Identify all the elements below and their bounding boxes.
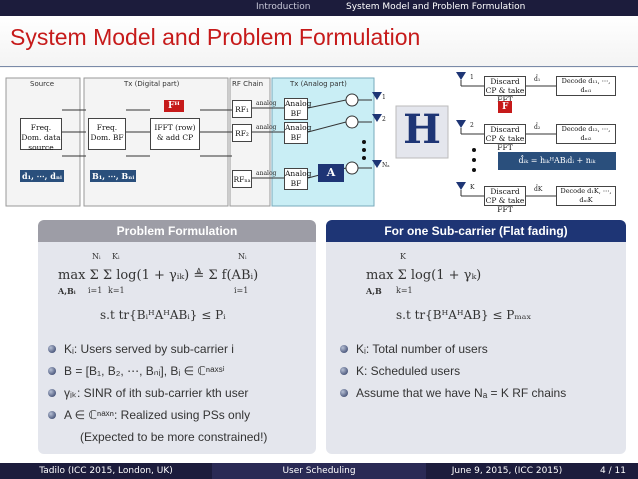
rf2-box: RF₂ [232,124,252,142]
title-bar [0,16,638,68]
sum-top-flat: K [400,252,406,261]
ifft-block: IFFT (row) & add CP [150,118,200,150]
page-title: System Model and Problem Formulation [10,24,421,50]
decode-1: Decode d₁₁, ⋯, dₙᵢ₁ [556,76,616,96]
power-constraint-flat: s.t tr{BᴴAᴴAB} ≤ Pₘₐₓ [396,308,532,322]
sum-bottom-flat: k=1 [396,286,413,295]
bullet-icon [48,367,56,375]
system-diagram: Source Tx (Digital part) RF Chain Tx (An… [0,70,638,215]
discard-cp-1: Discard CP & take FFT [484,76,526,104]
footer-page-number: 4 / 11 [588,463,638,479]
sum-bottom-1: i=1 [88,286,103,295]
constraint-note: (Expected to be more constrained!) [80,430,268,444]
title-divider [0,66,638,67]
port-na: Nₐ [382,162,390,169]
nav-item-system-model[interactable]: System Model and Problem Formulation [346,2,526,12]
list-item: B = [B₁, B₂, ⋯, Bₙᵢ], Bᵢ ∈ ℂⁿᵃˣˢⁱ [48,364,225,378]
list-item: γᵢₖ: SINR of ith sub-carrier kth user [48,386,248,400]
max-under-flat: A,B [366,286,382,296]
list-item: Kᵢ: Users served by sub-carrier i [48,342,234,356]
tx-analog-label: Tx (Analog part) [290,80,347,88]
bullet-icon [48,411,56,419]
d-vector: d₁, ⋯, dₙᵢ [20,170,64,182]
rf1-box: RF₁ [232,100,252,118]
list-item: Assume that we have Nₐ = K RF chains [340,386,566,400]
analog-label-2: analog [256,124,277,131]
rf-chain-label: RF Chain [232,80,264,88]
footer-title: User Scheduling [212,463,426,479]
tx-digital-label: Tx (Digital part) [124,80,180,88]
source-label: Source [30,80,55,88]
sum-top-3: Nᵢ [238,252,247,261]
bullet-icon [48,345,56,353]
analog-bf-na: Analog BF [284,168,312,190]
analog-label-na: analog [256,170,277,177]
port-1: 1 [382,94,386,101]
footer-date: June 9, 2015, (ICC 2015) [426,463,588,479]
sum-bottom-2: k=1 [108,286,125,295]
power-constraint: s.t tr{BᵢᴴAᴴABᵢ} ≤ Pᵢ [100,308,226,322]
d-hat-2: d̂₂ [534,124,541,131]
decode-k: Decode d₁K, ⋯, dₙᵢK [556,186,616,206]
fh-box: Fᴴ [164,100,184,112]
a-box: A [318,164,344,182]
flat-fading-heading: For one Sub-carrier (Flat fading) [326,220,626,242]
discard-cp-k: Discard CP & take FFT [484,186,526,214]
objective-function-flat: max Σ log(1 + γₖ) [366,268,482,283]
bullet-icon [340,367,348,375]
rx-num-1: 1 [470,74,474,81]
sum-top-2: Kᵢ [112,252,120,261]
footer: Tadilo (ICC 2015, London, UK) User Sched… [0,463,638,479]
received-signal-equation: d̂ᵢₖ = hᵢₖᴴABᵢdᵢ + nᵢₖ [498,152,616,170]
d-hat-k: d̂K [534,186,543,193]
b-vector: B₁, ⋯, Bₙᵢ [90,170,137,182]
sum-top-1: Nᵢ [92,252,101,261]
f-box: F [498,101,513,113]
rfna-box: RFₙₐ [232,170,252,188]
sum-bottom-3: i=1 [234,286,249,295]
footer-author: Tadilo (ICC 2015, London, UK) [0,463,212,479]
objective-function: max Σ Σ log(1 + γᵢₖ) ≜ Σ f(ABᵢ) [58,268,259,283]
top-navigation: Introduction System Model and Problem Fo… [0,0,638,16]
nav-item-introduction[interactable]: Introduction [256,2,311,12]
problem-formulation-heading: Problem Formulation [38,220,316,242]
port-2: 2 [382,116,386,123]
problem-formulation-block: Problem Formulation max Σ Σ log(1 + γᵢₖ)… [38,220,316,454]
analog-bf-2: Analog BF [284,122,312,144]
bullet-icon [48,389,56,397]
bullet-icon [340,389,348,397]
bullet-icon [340,345,348,353]
rx-num-k: K [470,184,475,191]
freq-dom-data-source: Freq. Dom. data source [20,118,62,152]
list-item: K: Scheduled users [340,364,460,378]
d-hat-1: d̂₁ [534,76,541,83]
rx-num-2: 2 [470,122,474,129]
max-under: A,Bᵢ [58,286,76,296]
analog-label-1: analog [256,100,277,107]
list-item: Kᵢ: Total number of users [340,342,488,356]
flat-fading-block: For one Sub-carrier (Flat fading) max Σ … [326,220,626,454]
channel-h: H [403,106,441,153]
discard-cp-2: Discard CP & take FFT [484,124,526,152]
list-item: A ∈ ℂⁿᵃˣⁿ: Realized using PSs only [48,408,250,422]
freq-dom-bf: Freq. Dom. BF [88,118,126,150]
decode-2: Decode d₁₂, ⋯, dₙᵢ₂ [556,124,616,144]
analog-bf-1: Analog BF [284,98,312,120]
